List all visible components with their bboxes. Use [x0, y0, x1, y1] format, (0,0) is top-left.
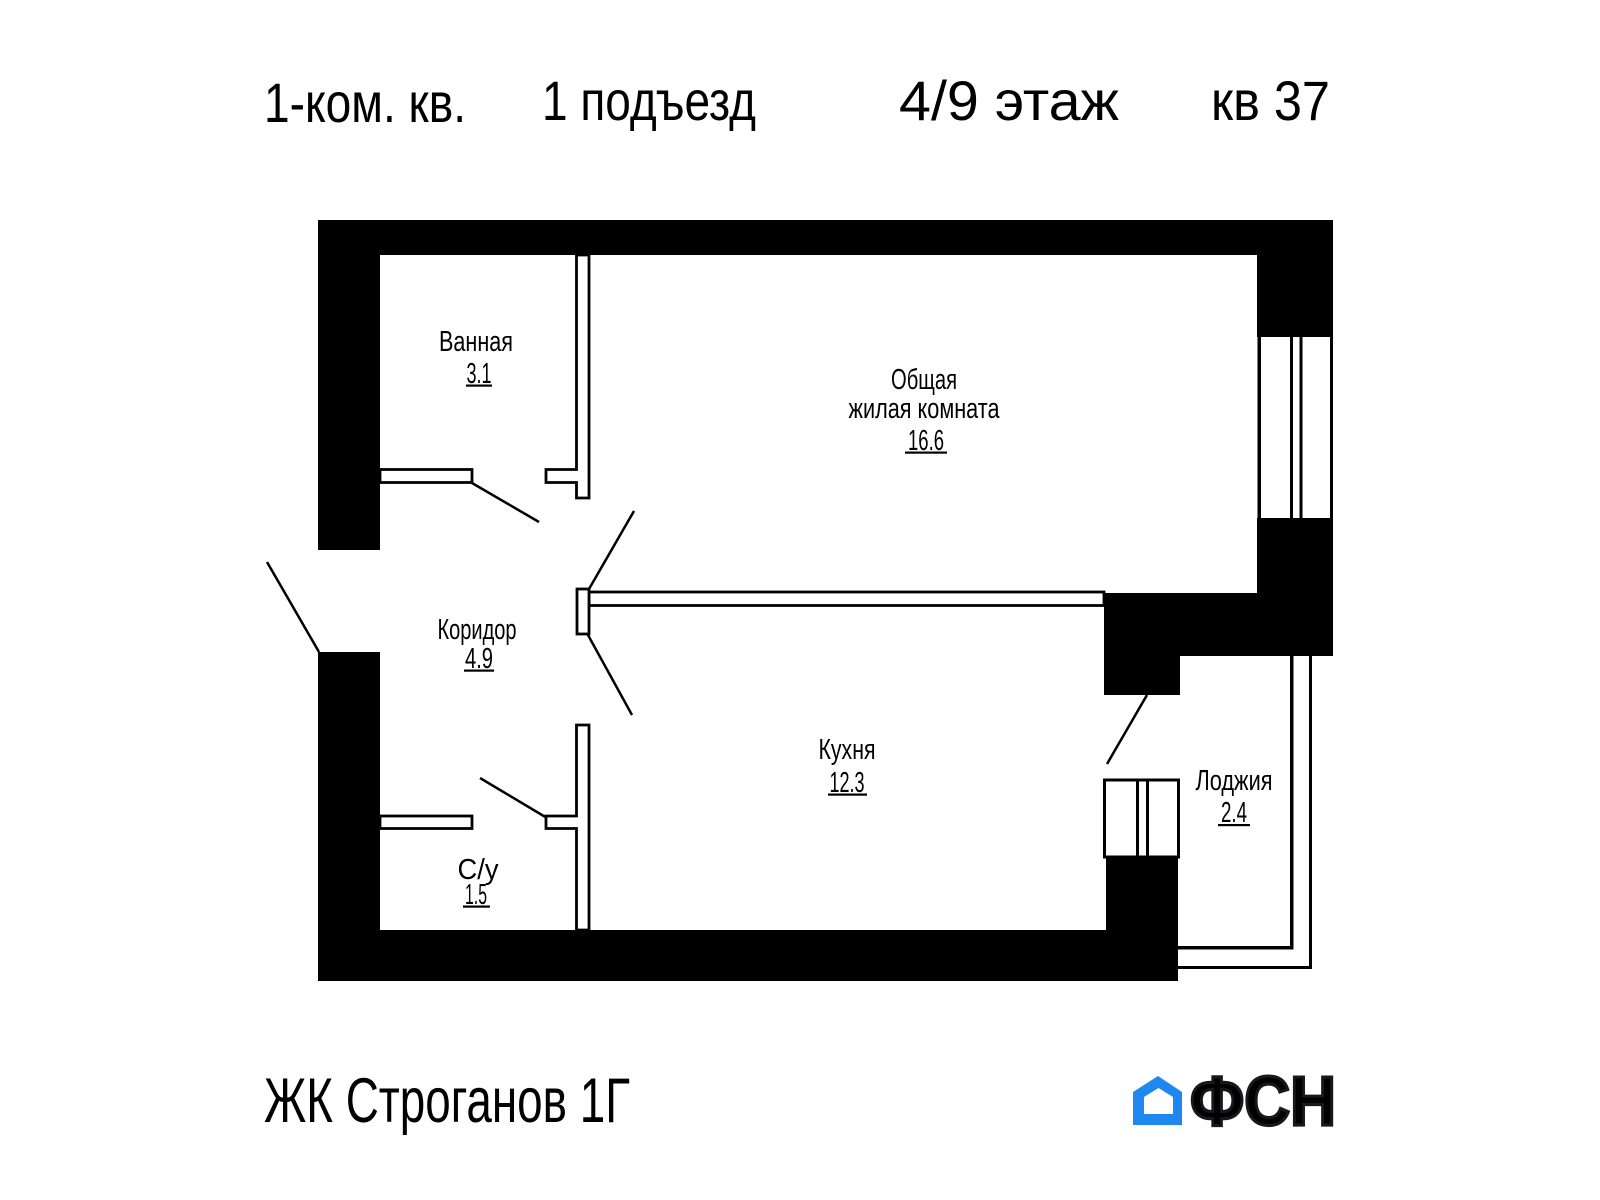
- svg-text:ЖК Строганов 1Г: ЖК Строганов 1Г: [264, 1066, 630, 1136]
- svg-text:ФСН: ФСН: [1190, 1062, 1336, 1140]
- svg-text:1 подъезд: 1 подъезд: [542, 69, 756, 132]
- svg-text:1.5: 1.5: [465, 879, 487, 911]
- svg-text:2.4: 2.4: [1221, 797, 1247, 829]
- svg-text:Общая: Общая: [891, 364, 957, 396]
- svg-text:Коридор: Коридор: [438, 614, 517, 646]
- svg-text:Ванная: Ванная: [439, 326, 513, 358]
- svg-text:кв 37: кв 37: [1211, 69, 1330, 132]
- svg-text:1-ком. кв.: 1-ком. кв.: [264, 71, 466, 134]
- svg-text:С/у: С/у: [458, 854, 499, 886]
- svg-text:Лоджия: Лоджия: [1196, 765, 1273, 797]
- svg-text:жилая комната: жилая комната: [849, 393, 1001, 425]
- svg-text:Кухня: Кухня: [819, 734, 876, 766]
- svg-text:4/9 этаж: 4/9 этаж: [899, 69, 1120, 132]
